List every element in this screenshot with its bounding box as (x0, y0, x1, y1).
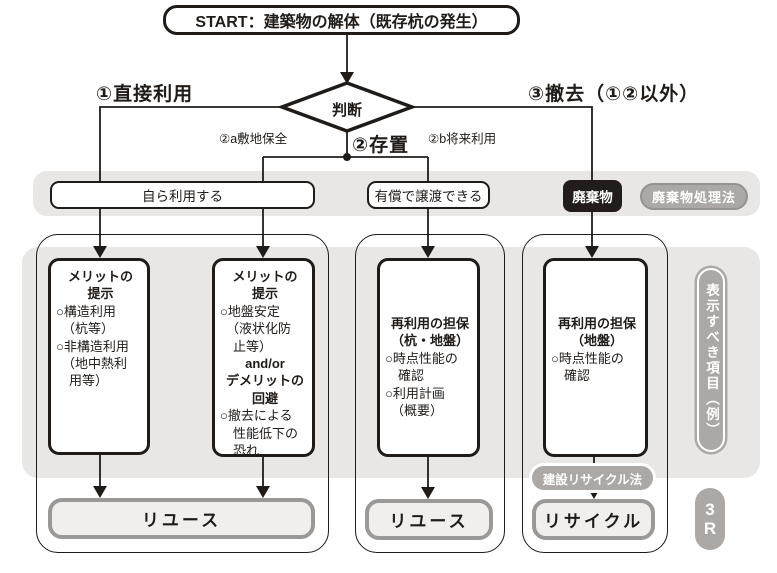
box-line: デメリットの (225, 373, 304, 389)
box-line: （杭・地盤） (390, 333, 469, 349)
box-line: 提示 (251, 286, 278, 302)
start-node: START：建築物の解体（既存杭の発生） (163, 5, 520, 35)
box-line: 回避 (251, 390, 278, 406)
badge-3r-top: 3 (705, 500, 715, 519)
box-line: （杭等） (62, 321, 115, 337)
box-line: 再利用の担保 (390, 316, 469, 331)
junction-dot (343, 153, 351, 161)
node-waste: 廃棄物 (563, 180, 622, 212)
box-line: メリットの (232, 269, 298, 284)
outcome-reuse-middle: リユース (365, 499, 493, 540)
box-line: ○時点性能の (385, 350, 458, 366)
badge-construction-recycling-law-label: 建設リサイクル法 (542, 472, 643, 487)
box-line: 提示 (87, 286, 114, 302)
box-line: 用等） (69, 373, 109, 389)
box-line: メリットの (67, 269, 133, 284)
box-line: ○構造利用 (56, 303, 116, 319)
node-self-use-label: 自ら利用する (142, 189, 223, 204)
outcome-reuse-left: リユース (48, 498, 315, 539)
side-label-display-items-text: 表示すべき項目（例） (704, 282, 719, 438)
badge-3r: 3 R (695, 488, 725, 550)
box-reuse-security-pile-ground: 再利用の担保 （杭・地盤） ○時点性能の 確認 ○利用計画 （概要） (377, 258, 480, 457)
badge-construction-recycling-law: 建設リサイクル法 (532, 466, 653, 490)
badge-waste-disposal-law-label: 廃棄物処理法 (651, 190, 736, 205)
outcome-reuse-left-label: リユース (141, 511, 222, 530)
branch-label-removal: ③撤去（①②以外） (528, 84, 700, 105)
box-line: ○非構造利用 (56, 338, 129, 354)
box-merit-direct-use: メリットの 提示 ○構造利用 （杭等） ○非構造利用 （地中熱利 用等） (48, 258, 150, 455)
box-line: 止等） (233, 338, 273, 354)
box-line: （地中熱利 (62, 356, 128, 372)
box-line: 確認 (398, 368, 425, 384)
outcome-recycle: リサイクル (532, 499, 655, 540)
box-line: and/or (245, 356, 285, 372)
outcome-reuse-middle-label: リユース (389, 512, 469, 531)
decision-label: 判断 (331, 102, 362, 119)
node-paid-transfer: 有償で譲渡できる (367, 181, 490, 209)
box-line: ○地盤安定 (220, 303, 280, 319)
outcome-recycle-label: リサイクル (543, 512, 644, 531)
sub-label-future-use: ②b将来利用 (428, 132, 497, 146)
box-line: 再利用の担保 (557, 316, 636, 331)
box-line: ○利用計画 (385, 385, 445, 401)
box-line: 性能低下の (233, 425, 299, 441)
box-reuse-security-ground: 再利用の担保 （地盤） ○時点性能の 確認 (543, 258, 648, 457)
group-direct-use (36, 234, 329, 553)
branch-label-direct-use: ①直接利用 (96, 84, 194, 105)
side-label-display-items: 表示すべき項目（例） (697, 268, 725, 452)
box-line: ○撤去による (220, 408, 293, 424)
box-merit-leave-in-place: メリットの 提示 ○地盤安定 （液状化防 止等） and/or デメリットの 回… (212, 258, 315, 459)
start-label: START：建築物の解体（既存杭の発生） (195, 14, 488, 31)
node-waste-label: 廃棄物 (572, 190, 613, 205)
node-self-use: 自ら利用する (50, 181, 315, 209)
box-line: 恐れ (233, 443, 260, 459)
sub-label-site-preservation: ②a敷地保全 (219, 132, 288, 146)
box-line: 確認 (564, 368, 591, 384)
branch-label-leave-in-place: ②存置 (352, 135, 410, 156)
box-line: （液状化防 (226, 321, 292, 337)
box-line: （地盤） (570, 333, 623, 349)
badge-3r-bottom: R (703, 519, 717, 538)
badge-waste-disposal-law: 廃棄物処理法 (640, 183, 748, 210)
node-paid-transfer-label: 有償で譲渡できる (374, 189, 483, 204)
box-line: （概要） (391, 403, 444, 419)
group-waste (522, 234, 668, 553)
group-paid-transfer (355, 234, 505, 553)
box-line: ○時点性能の (551, 350, 624, 366)
